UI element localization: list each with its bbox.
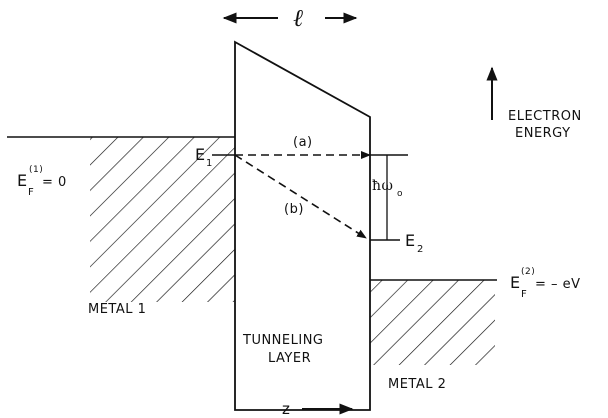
svg-text:(1): (1) bbox=[29, 165, 43, 175]
svg-text:E: E bbox=[405, 231, 416, 250]
barrier-width-label: ℓ bbox=[293, 4, 304, 32]
phonon-energy-label: ħω o bbox=[372, 178, 403, 199]
svg-text:F: F bbox=[521, 289, 527, 300]
svg-text:2: 2 bbox=[417, 244, 424, 255]
path-a-label: (a) bbox=[293, 135, 313, 150]
ef2-label: E (2) F = – eV bbox=[510, 267, 581, 300]
e1-label: E 1 bbox=[195, 145, 213, 169]
svg-text:E: E bbox=[17, 171, 28, 190]
svg-text:ħω: ħω bbox=[372, 178, 393, 194]
tunneling-layer-label-2: LAYER bbox=[268, 351, 311, 366]
electron-energy-label-2: ENERGY bbox=[515, 126, 571, 141]
tunneling-barrier bbox=[234, 40, 371, 411]
svg-text:= – eV: = – eV bbox=[535, 277, 581, 292]
svg-text:= 0: = 0 bbox=[42, 175, 67, 190]
z-axis-label: z bbox=[282, 400, 290, 418]
tunneling-layer-label-1: TUNNELING bbox=[242, 333, 324, 348]
svg-text:(2): (2) bbox=[521, 267, 535, 277]
svg-text:1: 1 bbox=[206, 158, 213, 169]
ef1-label: E (1) F = 0 bbox=[17, 165, 67, 198]
metal2-label: METAL 2 bbox=[388, 377, 446, 392]
path-b-label: (b) bbox=[284, 202, 304, 217]
metal1-hatched-region bbox=[90, 137, 235, 302]
svg-text:E: E bbox=[195, 145, 206, 164]
electron-energy-label-1: ELECTRON bbox=[508, 109, 582, 124]
metal1-label: METAL 1 bbox=[88, 302, 146, 317]
svg-text:E: E bbox=[510, 273, 521, 292]
svg-text:o: o bbox=[397, 189, 403, 199]
e2-label: E 2 bbox=[405, 231, 424, 255]
metal2-hatched-region bbox=[370, 280, 495, 365]
svg-text:F: F bbox=[28, 187, 34, 198]
